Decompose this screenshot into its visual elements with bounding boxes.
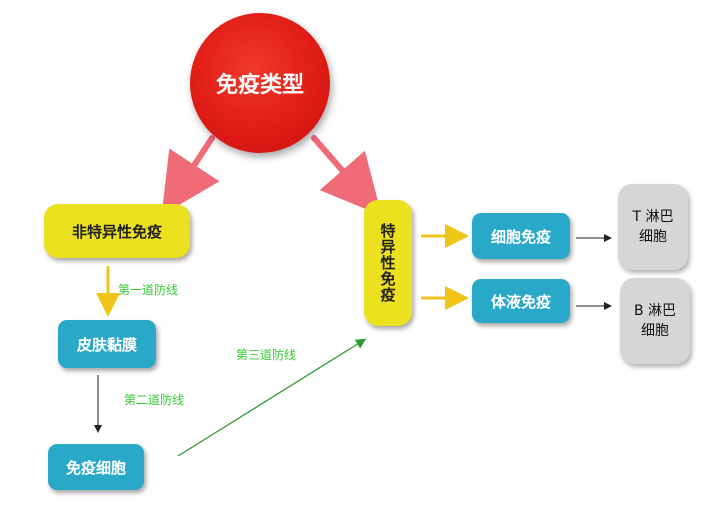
root-node-immune-types: 免疫类型 (190, 13, 330, 153)
node-b-lymphocytes: B 淋巴 细胞 (620, 278, 690, 364)
edge-label-second-line: 第二道防线 (124, 393, 185, 407)
node-cell-immunity: 细胞免疫 (472, 213, 570, 259)
node-t-lymphocytes: T 淋巴 细胞 (618, 184, 688, 270)
t-cells-label: T 淋巴 细胞 (632, 209, 674, 245)
edge-label-third-line: 第三道防线 (236, 348, 297, 362)
cell-immunity-label: 细胞免疫 (490, 227, 551, 246)
node-humoral-immunity: 体液免疫 (472, 279, 570, 323)
node-immune-cells: 免疫细胞 (48, 444, 144, 490)
b-cells-label: B 淋巴 细胞 (633, 303, 677, 339)
nonspecific-label: 非特异性免疫 (71, 222, 162, 241)
node-skin-mucosa: 皮肤黏膜 (58, 320, 156, 368)
arrow-immune-cells-to-specific (177, 338, 367, 457)
humoral-immunity-label: 体液免疫 (490, 292, 551, 311)
specific-label: 特异性免疫 (378, 223, 397, 303)
skin-label: 皮肤黏膜 (76, 335, 137, 354)
node-nonspecific-immunity: 非特异性免疫 (44, 204, 190, 258)
root-node-label: 免疫类型 (215, 73, 304, 98)
node-specific-immunity: 特异性免疫 (364, 200, 412, 326)
edge-label-first-line: 第一道防线 (118, 283, 179, 297)
immune-cells-label: 免疫细胞 (65, 458, 126, 477)
arrow-root-to-nonspecific (161, 135, 220, 216)
arrow-root-to-specific (311, 135, 382, 216)
